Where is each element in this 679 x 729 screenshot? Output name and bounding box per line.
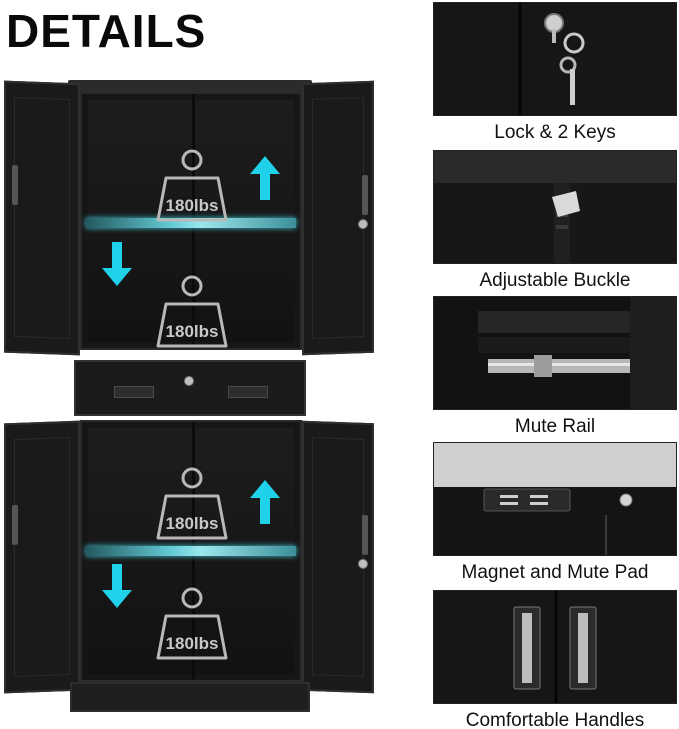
door-handle xyxy=(12,504,18,546)
feature-magnet-mute-pad: Magnet and Mute Pad xyxy=(433,442,677,584)
weight-label: 180lbs xyxy=(165,634,219,653)
door-handle xyxy=(362,174,368,216)
feature-caption: Lock & 2 Keys xyxy=(494,122,616,143)
weight-icon: 180lbs xyxy=(152,146,232,226)
weight-icon: 180lbs xyxy=(152,464,232,544)
cabinet-illustration: 180lbs 180lbs 180lbs 180lbs xyxy=(0,76,380,726)
arrow-down-icon xyxy=(102,242,132,286)
weight-label: 180lbs xyxy=(165,514,219,533)
feature-caption: Comfortable Handles xyxy=(465,710,645,729)
upper-shelf xyxy=(86,218,296,228)
door-panel xyxy=(312,97,364,339)
feature-adjustable-buckle: Adjustable Buckle xyxy=(433,150,677,292)
drawer xyxy=(74,360,306,416)
feature-caption: Mute Rail xyxy=(514,416,596,437)
cabinet-base xyxy=(70,682,310,712)
weight-label: 180lbs xyxy=(165,196,219,215)
weight-label: 180lbs xyxy=(165,322,219,341)
lower-shelf xyxy=(86,546,296,556)
door-lock-icon xyxy=(358,218,368,230)
upper-right-door xyxy=(302,80,374,356)
drawer-grip-right xyxy=(228,386,268,398)
weight-icon: 180lbs xyxy=(152,272,232,352)
lower-left-door xyxy=(4,420,80,694)
page-title: DETAILS xyxy=(6,5,207,57)
arrow-up-icon xyxy=(250,480,280,524)
weight-icon: 180lbs xyxy=(152,584,232,664)
lower-compartment xyxy=(80,420,302,682)
drawer-lock-icon xyxy=(184,376,194,386)
mute-rail-photo xyxy=(433,296,677,410)
lock-keys-photo xyxy=(433,2,677,116)
upper-left-door xyxy=(4,80,80,356)
handles-photo xyxy=(433,590,677,704)
arrow-up-icon xyxy=(250,156,280,200)
adjustable-buckle-photo xyxy=(433,150,677,264)
feature-lock-keys: Lock & 2 Keys xyxy=(433,2,677,144)
feature-mute-rail: Mute Rail xyxy=(433,296,677,438)
lower-right-door xyxy=(302,420,374,694)
door-panel xyxy=(312,437,364,677)
feature-caption: Magnet and Mute Pad xyxy=(461,562,649,583)
door-handle xyxy=(362,514,368,556)
feature-caption: Adjustable Buckle xyxy=(479,270,631,291)
magnet-pad-photo xyxy=(433,442,677,556)
feature-comfortable-handles: Comfortable Handles xyxy=(433,590,677,729)
door-handle xyxy=(12,164,18,206)
door-lock-icon xyxy=(358,558,368,570)
door-panel xyxy=(14,97,70,339)
drawer-grip-left xyxy=(114,386,154,398)
door-panel xyxy=(14,437,70,677)
arrow-down-icon xyxy=(102,564,132,608)
cabinet-top xyxy=(68,80,312,94)
